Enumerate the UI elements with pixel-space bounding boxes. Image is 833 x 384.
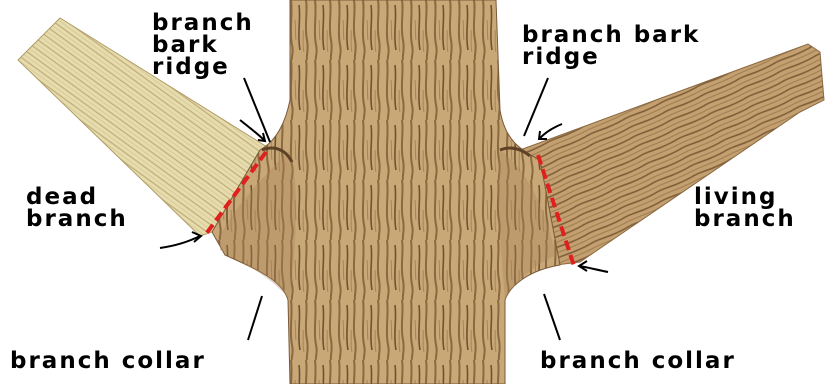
pointer-collar-right (544, 294, 560, 340)
pointer-right-ridge (524, 78, 548, 136)
label-branch-collar-left: branch collar (10, 350, 206, 372)
arrow-living-branch-icon (579, 261, 608, 272)
label-dead-branch: dead branch (26, 186, 128, 230)
arrow-dead-branch-icon (160, 232, 201, 248)
label-branch-collar-right: branch collar (540, 350, 736, 372)
label-living-branch: living branch (694, 186, 796, 230)
living-branch (520, 44, 824, 266)
pointer-collar-left (248, 296, 262, 340)
label-branch-bark-ridge-right: branch bark ridge (522, 24, 700, 68)
label-branch-bark-ridge-left: branch bark ridge (152, 12, 254, 78)
pointer-left-ridge (244, 78, 270, 142)
